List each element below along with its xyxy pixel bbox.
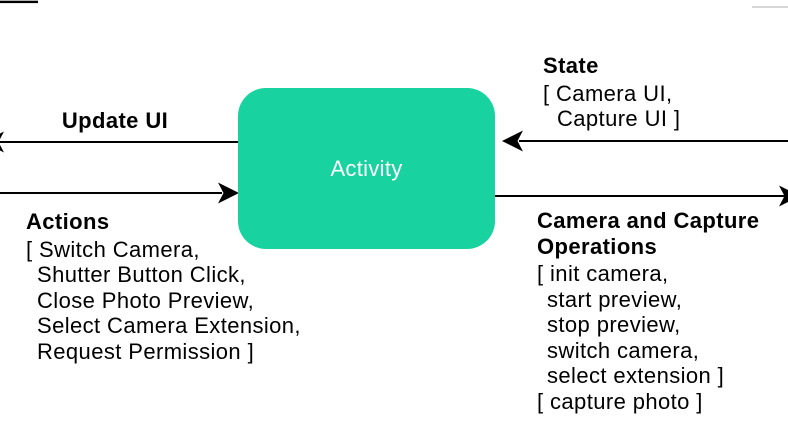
- camera-ops-list: [ init camera, start preview, stop previ…: [537, 261, 759, 414]
- state-list: [ Camera UI, Capture UI ]: [543, 81, 680, 132]
- camera-ops-item: select extension ]: [547, 363, 725, 388]
- camera-ops-item: [ capture photo ]: [537, 388, 703, 414]
- state-item: [ Camera UI,: [543, 80, 673, 106]
- update-ui-label: Update UI: [61, 108, 169, 133]
- state-block: State [ Camera UI, Capture UI ]: [543, 53, 680, 132]
- camera-ops-item: [ init camera,: [537, 261, 669, 286]
- actions-arrowhead: [218, 182, 239, 204]
- camera-ops-block: Camera and Capture Operations [ init cam…: [537, 208, 759, 414]
- cropped-line-fragment-top-left: [0, 0, 38, 4]
- camera-ops-item: switch camera,: [547, 337, 700, 363]
- camera-ops-item: start preview,: [547, 286, 683, 312]
- camera-ops-title-line2: Operations: [537, 233, 658, 259]
- camera-ops-arrowhead-clipped: [779, 185, 788, 207]
- activity-node-label: Activity: [330, 155, 403, 181]
- camera-ops-item: stop preview,: [547, 312, 681, 337]
- activity-node: Activity: [238, 88, 495, 249]
- actions-block: Actions [ Switch Camera, Shutter Button …: [26, 209, 301, 364]
- actions-title: Actions: [26, 209, 110, 234]
- actions-item: Request Permission ]: [37, 338, 255, 364]
- camera-ops-title-line1: Camera and Capture: [537, 208, 760, 233]
- actions-item: [ Switch Camera,: [26, 236, 200, 262]
- update-ui-arrowhead-clipped: [0, 131, 4, 153]
- actions-item: Shutter Button Click,: [37, 262, 246, 287]
- actions-list: [ Switch Camera, Shutter Button Click, C…: [26, 237, 301, 365]
- state-arrowhead: [502, 130, 523, 152]
- actions-item: Select Camera Extension,: [37, 313, 301, 338]
- state-title: State: [543, 53, 599, 78]
- state-item: Capture UI ]: [557, 106, 681, 131]
- actions-item: Close Photo Preview,: [37, 287, 255, 313]
